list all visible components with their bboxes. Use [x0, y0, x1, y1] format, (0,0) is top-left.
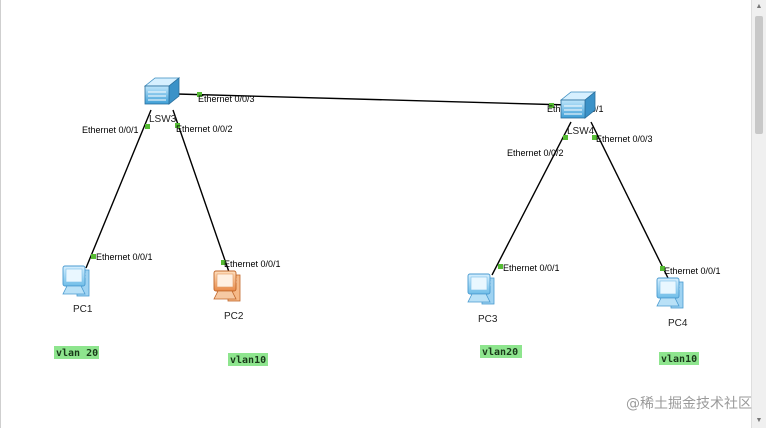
pc-pc3[interactable] — [467, 273, 495, 305]
port-dot-lsw3-uplink — [197, 92, 202, 97]
port-label-pc4: Ethernet 0/0/1 — [664, 266, 721, 276]
port-indicators — [91, 92, 665, 271]
device-label-lsw4: LSW4 — [567, 126, 595, 137]
vlan-tag-pc4-label: vlan10 — [661, 354, 697, 365]
link-lsw4-pc3[interactable] — [491, 121, 572, 276]
vlan-tag-pc3[interactable]: vlan20 — [480, 345, 522, 358]
port-dot-pc2 — [221, 260, 226, 265]
device-label-pc1: PC1 — [73, 304, 93, 315]
port-dot-lsw3-pc1 — [145, 124, 150, 129]
switch-icon — [144, 77, 180, 105]
port-label-pc2: Ethernet 0/0/1 — [224, 259, 281, 269]
scroll-up-icon[interactable]: ▲ — [755, 3, 763, 10]
device-label-lsw3: LSW3 — [149, 114, 177, 125]
topology-diagram: Ethernet 0/0/3 Ethernet 0/0/1 Ethernet 0… — [54, 77, 721, 366]
vlan-tag-pc4[interactable]: vlan10 — [659, 352, 699, 365]
pc-pc1[interactable] — [62, 265, 90, 297]
links — [85, 93, 669, 279]
device-label-pc3: PC3 — [478, 314, 498, 325]
port-label-lsw3-pc1: Ethernet 0/0/1 — [82, 125, 139, 135]
port-dot-lsw3-pc2 — [175, 123, 180, 128]
link-lsw3-pc1[interactable] — [85, 109, 152, 269]
vlan-tag-pc3-label: vlan20 — [482, 347, 518, 358]
port-dot-pc1 — [91, 254, 96, 259]
link-lsw3-pc2[interactable] — [172, 109, 230, 273]
port-labels: Ethernet 0/0/3 Ethernet 0/0/1 Ethernet 0… — [82, 94, 721, 276]
device-label-pc4: PC4 — [668, 318, 688, 329]
watermark: @稀土掘金技术社区 — [626, 396, 752, 412]
switch-icon — [560, 91, 596, 119]
port-dot-pc3 — [498, 264, 503, 269]
device-label-pc2: PC2 — [224, 311, 244, 322]
port-label-lsw3-pc2: Ethernet 0/0/2 — [176, 124, 233, 134]
scrollbar-thumb[interactable] — [755, 16, 763, 134]
port-dot-lsw4-uplink — [549, 103, 554, 108]
pc-pc4[interactable] — [656, 277, 684, 309]
pc-icon — [467, 273, 495, 305]
pc-icon — [62, 265, 90, 297]
vlan-tag-pc2[interactable]: vlan10 — [228, 353, 268, 366]
port-label-pc1: Ethernet 0/0/1 — [96, 252, 153, 262]
port-dot-lsw4-pc3 — [563, 135, 568, 140]
port-label-lsw4-pc4: Ethernet 0/0/3 — [596, 134, 653, 144]
scroll-down-icon[interactable]: ▼ — [755, 417, 763, 424]
pc-pc2[interactable] — [213, 270, 241, 302]
port-dot-lsw4-pc4 — [592, 135, 597, 140]
link-lsw3-lsw4[interactable] — [176, 93, 570, 106]
link-lsw4-pc4[interactable] — [590, 121, 669, 279]
switch-lsw3[interactable] — [144, 77, 180, 105]
port-label-lsw3-uplink: Ethernet 0/0/3 — [198, 94, 255, 104]
port-label-lsw4-pc3: Ethernet 0/0/2 — [507, 148, 564, 158]
vlan-tag-pc1[interactable]: vlan 20 — [54, 346, 99, 359]
vertical-scrollbar[interactable]: ▲ ▼ — [751, 0, 766, 428]
pc-icon — [656, 277, 684, 309]
port-label-pc3: Ethernet 0/0/1 — [503, 263, 560, 273]
pc-icon — [213, 270, 241, 302]
vlan-tag-pc2-label: vlan10 — [230, 355, 266, 366]
vlan-tag-pc1-label: vlan 20 — [56, 348, 98, 359]
port-dot-pc4 — [660, 266, 665, 271]
switch-lsw4[interactable] — [560, 91, 596, 119]
